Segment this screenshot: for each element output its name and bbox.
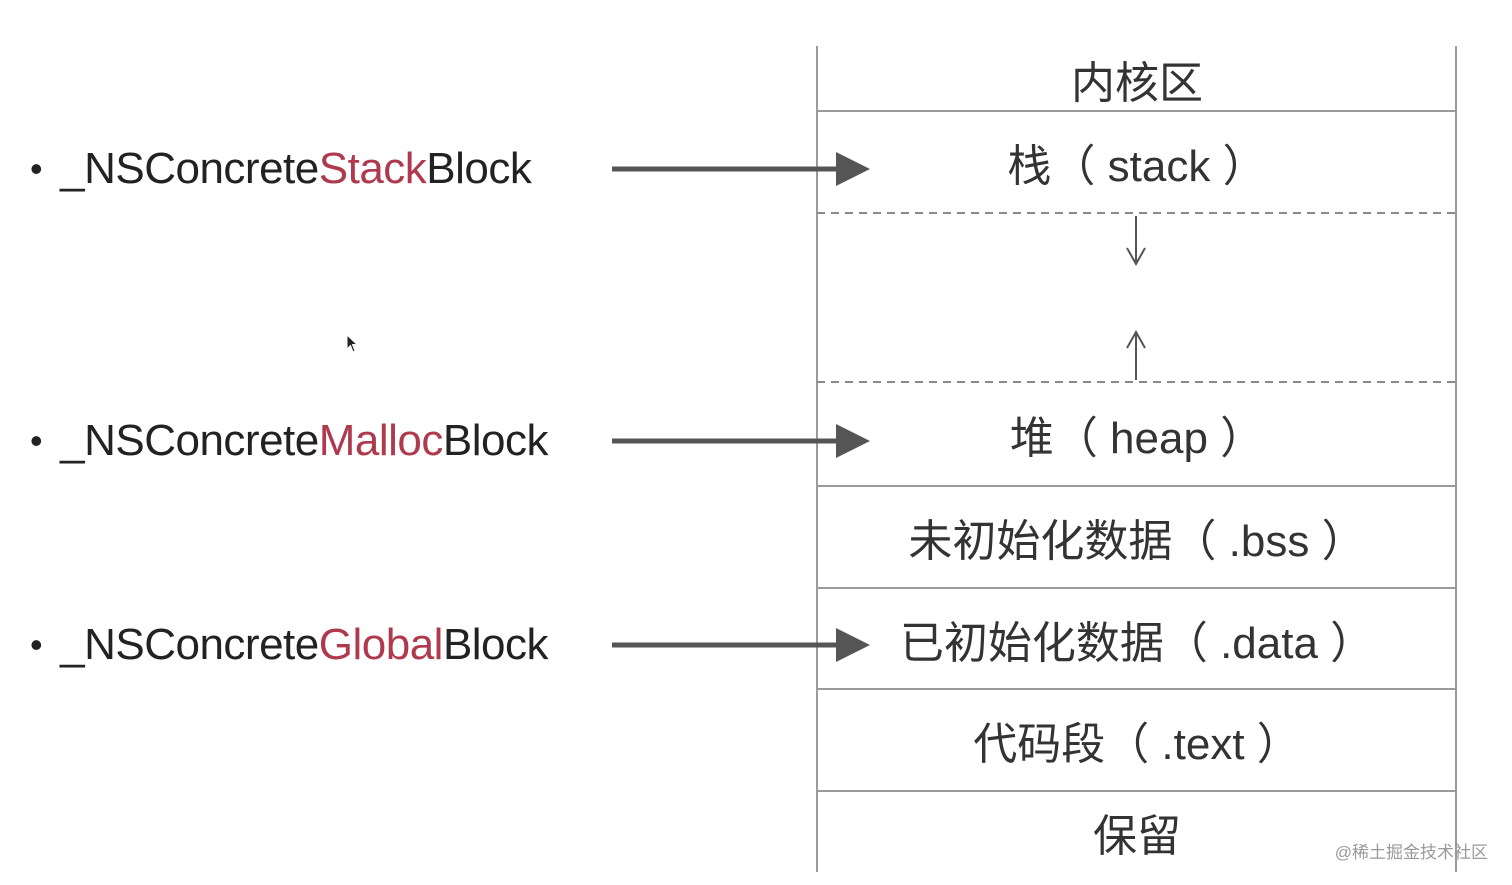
bullet-dot: • [30,420,43,461]
region-reserved: 保留 [1093,811,1181,861]
bullet-highlight: Global [318,620,444,669]
region-heap: 堆（ heap ） [1009,414,1265,463]
bullet-highlight: Stack [318,144,427,193]
bullet-prefix: _NSConcrete [60,144,319,193]
region-data: 已初始化数据（ .data ） [899,618,1375,668]
bullet-suffix: Block [442,416,549,465]
region-stack: 栈（ stack ） [1007,142,1267,191]
stack-grow-down-arrow [1126,216,1146,267]
bullet-dot: • [30,148,43,189]
bullet-highlight: Malloc [318,416,444,465]
bullet-suffix: Block [426,144,532,193]
bullet-prefix: _NSConcrete [60,620,319,669]
watermark: @稀土掘金技术社区 [1334,843,1488,862]
region-kernel: 内核区 [1071,58,1203,108]
bullet-prefix: _NSConcrete [60,416,319,465]
bullet-suffix: Block [442,620,549,669]
region-text: 代码段（ .text ） [973,720,1301,769]
mouse-cursor-icon [346,334,359,353]
region-bss: 未初始化数据（ .bss ） [908,517,1366,566]
bullet-dot: • [30,624,43,665]
global-pointer-arrow [612,628,870,662]
stack-pointer-arrow [612,152,870,186]
heap-grow-up-arrow [1126,329,1146,380]
malloc-pointer-arrow [612,424,870,458]
